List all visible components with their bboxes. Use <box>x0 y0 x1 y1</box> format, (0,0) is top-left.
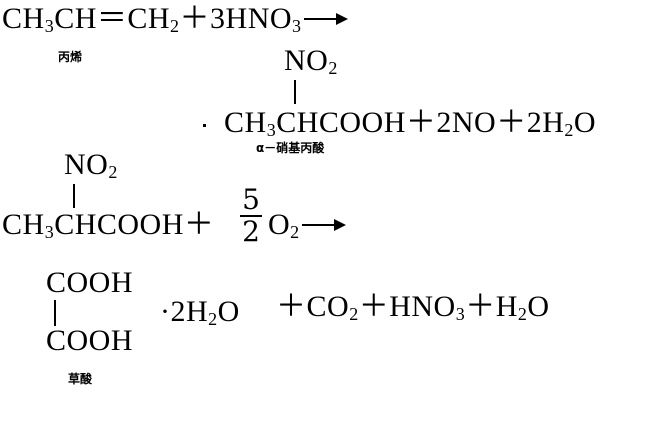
subscript: 2 <box>170 16 180 36</box>
water-h: H <box>495 290 518 323</box>
propene-label: 丙烯 <box>58 50 83 64</box>
bond-line <box>73 184 75 208</box>
hydrate-water: ·2H2O <box>160 295 240 329</box>
nitric-acid: 3HNO <box>210 2 293 35</box>
product-ch: CH <box>224 106 267 139</box>
reactant2-nitro-branch: NO2 <box>64 148 118 182</box>
oxygen: O <box>268 208 291 241</box>
fraction-bar <box>240 215 262 217</box>
subscript: 3 <box>455 304 466 324</box>
hydrate-o: O <box>217 295 240 328</box>
plus-sign: ＋ <box>179 2 211 35</box>
subscript: 3 <box>292 16 302 36</box>
plus-sign: ＋ <box>405 106 437 139</box>
subscript: 2 <box>108 162 118 182</box>
nitro-group: NO <box>284 44 329 77</box>
propene-ch: CH <box>2 2 45 35</box>
water-h: 2H <box>526 106 565 139</box>
plus-sign: ＋ <box>183 208 215 241</box>
carbon-dioxide: CO <box>306 290 350 323</box>
subscript: 3 <box>44 222 55 242</box>
plus-sign: ＋ <box>276 290 307 323</box>
subscript: 2 <box>349 304 359 324</box>
subscript: 3 <box>44 16 55 36</box>
oxalic-acid-label: 草酸 <box>68 372 93 386</box>
subscript: 2 <box>564 120 574 140</box>
reactant-ch: CH <box>2 208 45 241</box>
product1-nitro-branch: NO2 <box>284 44 338 78</box>
nitro-group: NO <box>64 148 109 181</box>
equation1-reactants: CH3CH＝CH2＋3HNO3 <box>2 2 348 36</box>
subscript: 2 <box>290 222 300 242</box>
plus-sign: ＋ <box>465 290 496 323</box>
bond-line <box>54 300 56 326</box>
subscript: 2 <box>208 309 218 329</box>
numerator: 5 <box>242 183 260 216</box>
propene-rest: CH＝CH <box>54 2 171 35</box>
subscript: 2 <box>517 304 528 324</box>
nitric-oxide: 2NO <box>436 106 497 139</box>
subscript: 2 <box>328 58 338 78</box>
oxalic-top: COOH <box>46 266 134 299</box>
reaction-arrow-icon <box>302 4 348 34</box>
nitric-acid: HNO <box>389 290 456 323</box>
subscript: 3 <box>266 120 277 140</box>
reaction-arrow-icon <box>300 210 346 240</box>
hydrate-h: ·2H <box>160 295 209 328</box>
equation2-reactants: CH3CHCOOH＋ <box>2 208 215 242</box>
plus-sign: ＋ <box>496 106 527 139</box>
water-o: O <box>527 290 550 323</box>
bond-line <box>294 80 296 104</box>
alpha-nitropropanoic-label: α－硝基丙酸 <box>256 141 325 155</box>
reactant-chcooh: CHCOOH <box>54 208 184 241</box>
bullet-dot <box>203 124 206 127</box>
equation1-products: CH3CHCOOH＋2NO＋2H2O <box>224 106 597 140</box>
denominator: 2 <box>242 215 260 248</box>
water-o: O <box>573 106 597 139</box>
product-chcooh: CHCOOH <box>276 106 406 139</box>
oxalic-bottom: COOH <box>46 324 134 357</box>
oxygen-and-arrow: O2 <box>268 208 346 242</box>
plus-sign: ＋ <box>358 290 390 323</box>
equation2-byproducts: ＋CO2＋HNO3＋H2O <box>276 290 550 324</box>
